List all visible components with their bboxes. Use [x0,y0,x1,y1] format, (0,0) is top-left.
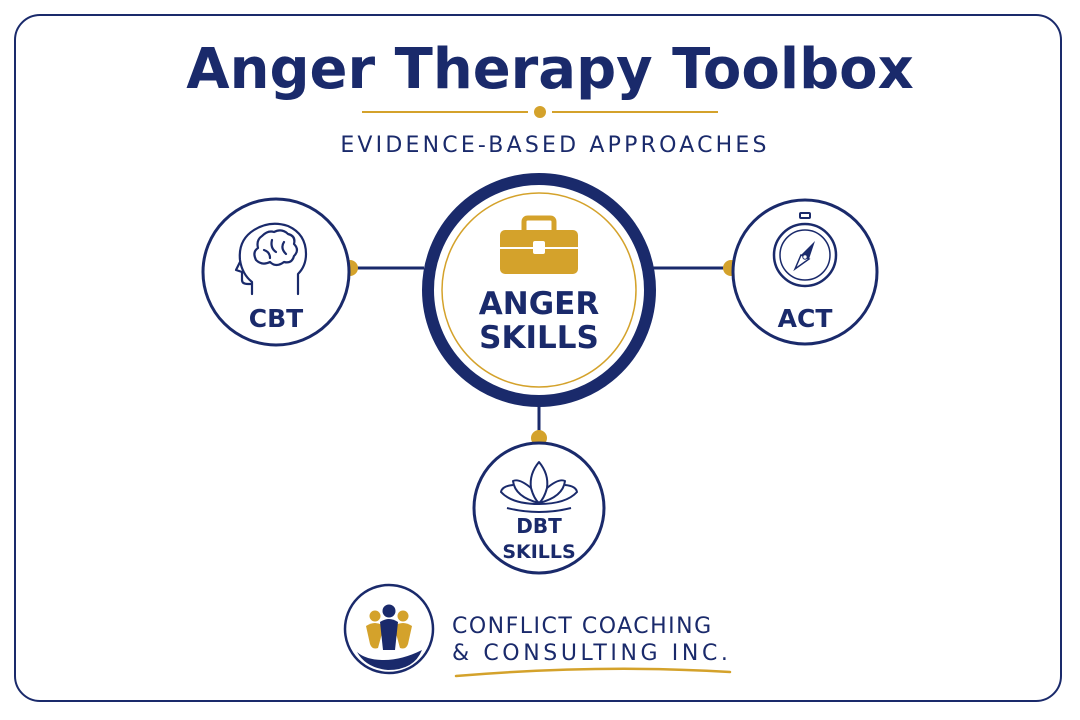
center-label-line2: SKILLS [479,320,599,356]
node-dbt-label-line2: SKILLS [502,541,575,563]
compass-icon [772,212,838,288]
company-name-line1: CONFLICT COACHING [452,614,713,639]
people-in-hand-icon [343,583,435,675]
page-title: Anger Therapy Toolbox [186,37,914,102]
node-act-label: ACT [778,304,833,333]
logo-swoosh [454,667,732,678]
company-logo: CONFLICT COACHING & CONSULTING INC. [343,583,732,678]
node-cbt: CBT [201,197,351,347]
toolbox-icon [500,215,578,274]
company-name-line2: & CONSULTING INC. [452,641,732,666]
page-subtitle: EVIDENCE-BASED APPROACHES [340,133,769,158]
center-label-line1: ANGER [479,286,600,322]
node-dbt: DBT SKILLS [472,441,606,575]
title-divider [362,106,718,118]
lotus-icon [500,461,578,513]
brain-head-icon [234,222,308,296]
node-cbt-label: CBT [249,304,303,333]
center-node: ANGER SKILLS [422,173,656,407]
node-act: ACT [731,198,879,346]
node-dbt-label-line1: DBT [516,514,562,538]
